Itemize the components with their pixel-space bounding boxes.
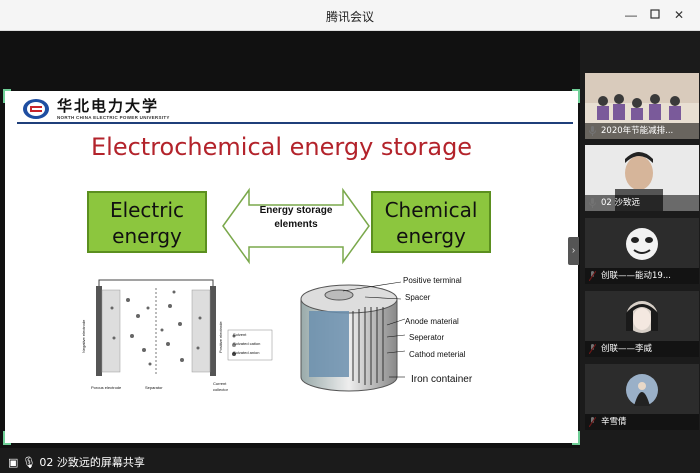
separator-label: Separator — [145, 385, 163, 390]
legend-solvent: Solvent — [233, 332, 247, 337]
window-title: 腾讯会议 — [325, 10, 374, 24]
box-line: energy — [112, 224, 182, 248]
neg-electrode-label: Negative electrode — [81, 319, 86, 353]
participant-avatar — [626, 228, 658, 260]
presentation-slide: 华北电力大学 NORTH CHINA ELECTRIC POWER UNIVER… — [3, 89, 580, 445]
participant-name: 创联——能动19... — [585, 268, 699, 284]
maximize-icon[interactable] — [648, 8, 662, 22]
slide-title: Electrochemical energy storage — [91, 133, 473, 161]
arrow-label: Energy storage elements — [221, 204, 371, 232]
participant-tile[interactable]: 创联——能动19... — [585, 218, 699, 284]
university-name-en: NORTH CHINA ELECTRIC POWER UNIVERSITY — [57, 115, 170, 120]
status-bar: ▣ 🎙 02 沙致远的屏幕共享 — [0, 448, 700, 473]
collapse-sidebar-button[interactable]: › — [568, 237, 579, 265]
double-arrow-icon — [222, 187, 370, 265]
window-titlebar: 腾讯会议 — ✕ — [0, 0, 700, 31]
header-rule — [17, 122, 573, 124]
participant-name: 02 沙致远 — [585, 195, 699, 211]
close-icon[interactable]: ✕ — [673, 8, 685, 22]
university-name-cn: 华北电力大学 — [57, 97, 160, 115]
pos-electrode-label: Positive electrode — [218, 321, 223, 353]
chemical-energy-box: Chemical energy — [371, 191, 491, 253]
participant-name: 2020年节能减排... — [585, 123, 699, 139]
arrow-label-line: Energy storage — [259, 205, 333, 216]
screen-share-label: ▣ 🎙 02 沙致远的屏幕共享 — [8, 454, 145, 470]
current-label: Current — [213, 381, 227, 386]
screen-share-icon: ▣ — [8, 456, 19, 469]
participant-name: 辛雪倩 — [585, 414, 699, 430]
box-line: Electric — [109, 198, 185, 222]
participant-tile[interactable]: 02 沙致远 — [585, 145, 699, 211]
label-spacer: Spacer — [405, 293, 431, 302]
label-positive-terminal: Positive terminal — [403, 276, 462, 285]
legend-cation: Solvated cation — [233, 341, 261, 346]
label-separator: Seperator — [409, 333, 445, 342]
participant-avatar — [626, 374, 658, 406]
battery-cutaway — [300, 281, 406, 392]
electric-energy-box: Electric energy — [87, 191, 207, 253]
participant-tile[interactable]: 辛雪倩 — [585, 364, 699, 430]
box-line: energy — [396, 224, 466, 248]
legend-anion: Solvated anion — [233, 350, 260, 355]
corner-mark — [572, 431, 580, 445]
label-cathode: Cathod meterial — [409, 350, 466, 359]
shared-screen: 华北电力大学 NORTH CHINA ELECTRIC POWER UNIVER… — [0, 31, 580, 448]
university-logo — [23, 99, 49, 119]
screen-share-text: 02 沙致远的屏幕共享 — [39, 456, 145, 469]
box-line: Chemical — [384, 198, 478, 222]
supercapacitor-diagram — [96, 279, 273, 376]
participant-sidebar: 2020年节能减排... 02 沙致远 创联——能动19... 创联——李威 — [580, 31, 700, 448]
participant-tile[interactable]: 创联——李威 — [585, 291, 699, 357]
corner-mark — [572, 89, 580, 103]
label-anode: Anode material — [405, 317, 459, 326]
corner-mark — [3, 89, 11, 103]
arrow-label-line: elements — [274, 219, 318, 230]
label-iron-container: Iron container — [411, 374, 473, 385]
collector-label: collector — [213, 387, 228, 392]
porous-label: Porous electrode — [91, 385, 122, 390]
participant-name: 创联——李威 — [585, 341, 699, 357]
minimize-icon[interactable]: — — [625, 8, 637, 22]
mic-icon: 🎙 — [21, 456, 36, 469]
participant-tile[interactable]: 2020年节能减排... — [585, 73, 699, 139]
corner-mark — [3, 431, 11, 445]
participant-avatar — [626, 301, 658, 333]
